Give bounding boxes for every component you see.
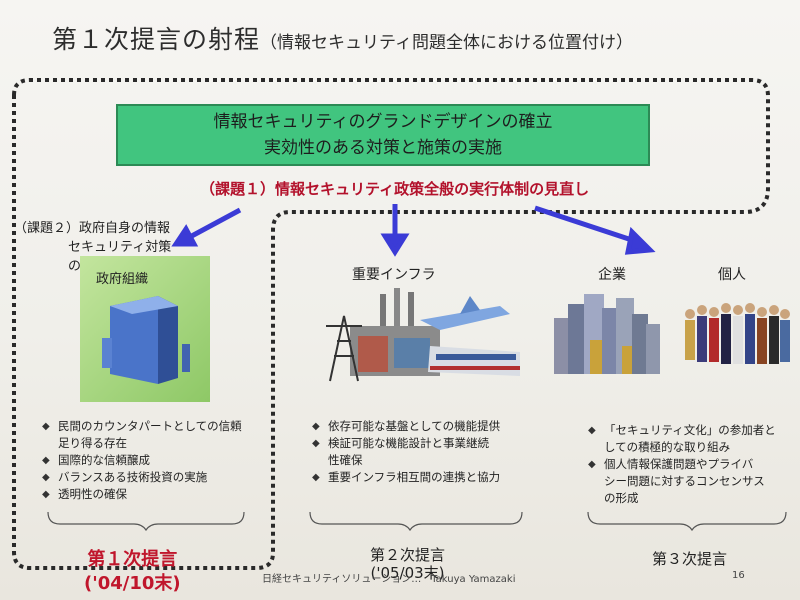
issue1-label: （課題１）情報セキュリティ政策全般の実行体制の見直し [200,180,590,198]
infrastructure-label: 重要インフラ [352,267,436,283]
page-number: 16 [732,570,745,581]
first-proposal: 第１次提言 ('04/10末) [84,548,181,596]
government-bullet-list: 民間のカウンタパートとしての信頼 足り得る存在 国際的な信頼醸成 バランスある技… [42,418,242,503]
enterprise-label: 企業 [598,267,626,283]
grand-design-box: 情報セキュリティのグランドデザインの確立 実効性のある対策と施策の実施 [116,104,650,166]
arrow-to-government [186,207,242,241]
infrastructure-illustration-icon [326,288,520,382]
government-label: 政府組織 [96,272,149,287]
individual-bullet: 個人情報保護問題やプライバ [588,456,776,473]
government-bullet: 国際的な信頼醸成 [42,452,242,469]
second-proposal: 第２次提言 ('05/03末) [370,546,445,582]
brace-first [47,511,245,532]
brace-third [587,511,787,532]
first-proposal-label: 第１次提言 [87,549,178,570]
government-bullet: 民間のカウンタパートとしての信頼 [42,418,242,435]
enterprise-bullet: 「セキュリティ文化」の参加者と [588,422,776,439]
infrastructure-bullet: 検証可能な機能設計と事業継続 [312,435,500,452]
first-proposal-date: ('04/10末) [84,573,181,594]
infrastructure-bullet: 重要インフラ相互間の連携と協力 [312,469,500,486]
enterprise-individual-bullet-list: 「セキュリティ文化」の参加者と しての積極的な取り組み 個人情報保護問題やプライ… [588,422,776,507]
enterprise-buildings-icon [554,294,660,374]
enterprise-bullet-text: しての積極的な取り組み [604,440,731,454]
title-main: 第１次提言の射程 [52,25,261,54]
individual-label: 個人 [718,267,746,283]
government-bullet-continuation: 足り得る存在 [42,435,242,452]
enterprise-bullet-continuation: しての積極的な取り組み [588,439,776,456]
footer-text: 日経セキュリティソリューション… Takuya Yamazaki [262,574,516,585]
issue2-line2: セキュリティ対策 [68,240,172,255]
third-proposal-label: 第３次提言 [652,550,728,568]
grand-design-line2: 実効性のある対策と施策の実施 [264,138,502,158]
government-bullet: バランスある技術投資の実施 [42,469,242,486]
title-sub: （情報セキュリティ問題全体における位置付け） [260,33,633,53]
infrastructure-bullet: 依存可能な基盤としての機能提供 [312,418,500,435]
individual-bullet-continuation: シー問題に対するコンセンサス [588,473,776,490]
infrastructure-bullet-list: 依存可能な基盤としての機能提供 検証可能な機能設計と事業継続 性確保 重要インフ… [312,418,500,486]
infrastructure-bullet-text: 性確保 [328,453,363,467]
second-proposal-date: ('05/03末) [370,564,445,582]
government-building-icon [102,296,190,384]
scope-outline-first-proposal [12,78,770,570]
second-proposal-label: 第２次提言 [370,546,446,564]
individual-bullet-text: の形成 [604,491,639,505]
people-group-icon [685,303,790,364]
issue2-line1: （課題２）政府自身の情報 [14,221,171,236]
individual-bullet-text: シー問題に対するコンセンサス [604,474,765,488]
brace-second [309,511,523,532]
government-bullet: 透明性の確保 [42,486,242,503]
arrows-group [171,204,656,257]
grand-design-line1: 情報セキュリティのグランドデザインの確立 [213,112,553,132]
slide-title: 第１次提言の射程（情報セキュリティ問題全体における位置付け） [52,20,633,56]
individual-bullet-continuation: の形成 [588,490,776,507]
arrow-to-enterprise [534,205,639,245]
infrastructure-bullet-continuation: 性確保 [312,452,500,469]
government-bullet-text: 足り得る存在 [58,436,127,450]
